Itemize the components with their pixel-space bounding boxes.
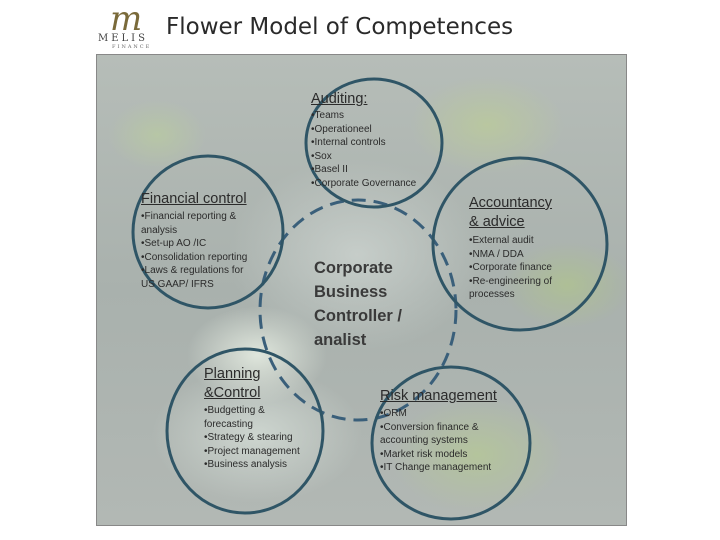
planning-item: •Project management xyxy=(204,445,300,457)
financial-item: •Set-up AO /IC xyxy=(141,238,207,249)
accountancy-heading: Accountancy xyxy=(469,195,553,211)
planning-heading: &Control xyxy=(204,385,261,401)
logo-name: MELIS xyxy=(98,33,148,44)
auditing-item: •Operationeel xyxy=(311,123,372,135)
financial-item: US GAAP/ IFRS xyxy=(141,278,214,290)
center-line: analist xyxy=(314,331,367,349)
auditing-heading: Auditing: xyxy=(311,91,368,107)
accountancy-heading: & advice xyxy=(469,214,525,230)
center-line: Corporate xyxy=(314,259,393,277)
auditing-item: •Sox xyxy=(311,150,332,162)
accountancy-item: •Corporate finance xyxy=(469,262,552,273)
planning-heading: Planning xyxy=(204,366,261,382)
petal-financial-circle xyxy=(131,154,285,310)
planning-item: forecasting xyxy=(204,418,253,430)
logo-letter: m xyxy=(110,0,143,39)
financial-heading: Financial control xyxy=(141,191,247,207)
risk-item: •Conversion finance & xyxy=(380,421,479,433)
petal-accountancy-circle xyxy=(431,156,609,332)
risk-item: •IT Change management xyxy=(380,462,492,473)
center-line: Business xyxy=(314,283,388,301)
slide-title: Flower Model of Competences xyxy=(166,14,514,40)
center-line: Controller / xyxy=(314,307,403,325)
petal-planning-circle xyxy=(165,347,325,515)
risk-item: •Market risk models xyxy=(380,448,468,460)
accountancy-item: processes xyxy=(469,289,515,300)
petal-auditing-circle xyxy=(304,77,444,209)
risk-heading: Risk management xyxy=(380,388,497,404)
center-dashed-circle xyxy=(258,198,458,422)
planning-item: •Strategy & stearing xyxy=(204,432,293,443)
planning-item: •Budgetting & xyxy=(204,405,265,416)
background-panel xyxy=(96,54,627,526)
center-label: Corporate Business Controller / analist xyxy=(314,256,434,352)
accountancy-item: •NMA / DDA xyxy=(469,248,524,260)
auditing-item: •Internal controls xyxy=(311,137,386,148)
financial-item: •Financial reporting & xyxy=(141,211,237,222)
auditing-item: •Teams xyxy=(311,110,344,121)
financial-item: •Laws & regulations for xyxy=(141,265,244,276)
planning-item: •Business analysis xyxy=(204,459,287,470)
melis-finance-logo: m MELIS FINANCE xyxy=(98,0,162,50)
risk-item: •ORM xyxy=(380,408,407,419)
auditing-item: •Corporate Governance xyxy=(311,177,417,189)
logo-sub: FINANCE xyxy=(112,44,152,50)
auditing-item: •Basel II xyxy=(311,164,348,175)
financial-item: •Consolidation reporting xyxy=(141,251,248,263)
financial-item: analysis xyxy=(141,224,178,236)
accountancy-item: •Re-engineering of xyxy=(469,275,552,287)
accountancy-item: •External audit xyxy=(469,235,534,246)
petal-risk-circle xyxy=(370,365,532,521)
risk-item: accounting systems xyxy=(380,435,468,446)
